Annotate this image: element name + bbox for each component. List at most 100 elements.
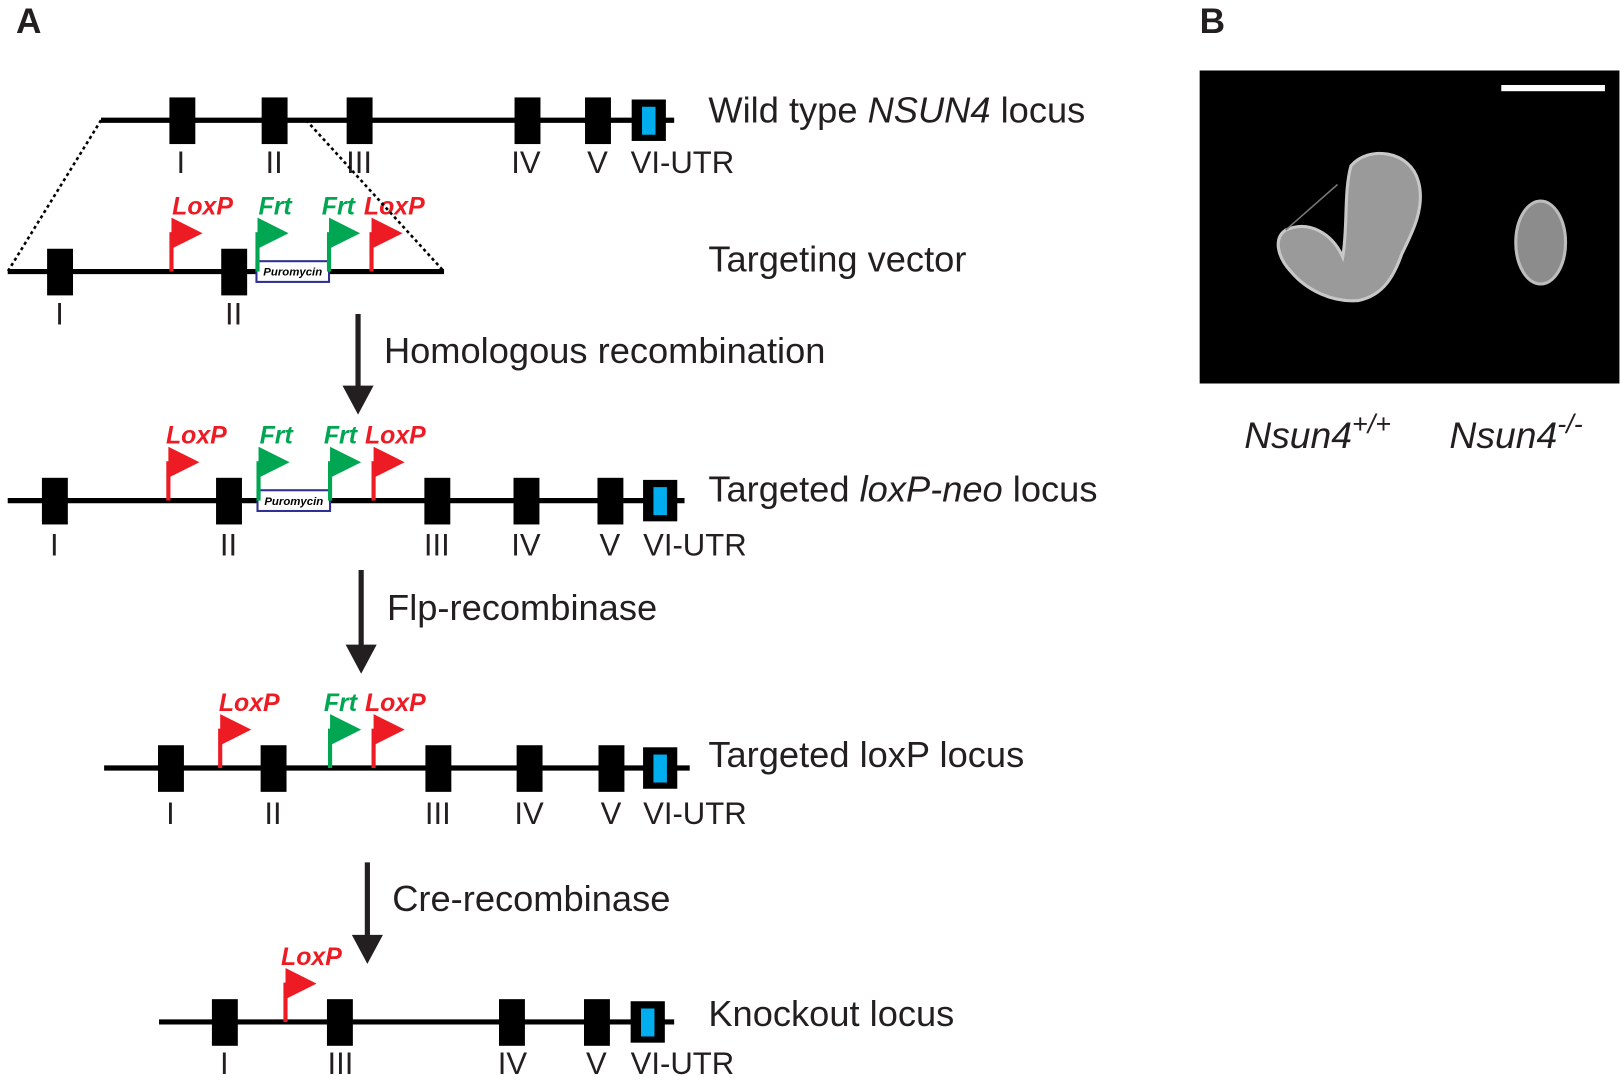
frt-flag-icon xyxy=(257,217,289,249)
step-label: Cre-recombinase xyxy=(392,878,670,919)
exon-label: II xyxy=(220,528,237,563)
exon-label: IV xyxy=(498,1046,528,1080)
step: Cre-recombinase xyxy=(351,862,670,964)
exon-label: III xyxy=(327,1046,353,1080)
frt-flag-icon xyxy=(330,446,362,478)
panel-a-label: A xyxy=(16,2,41,41)
exon-label: III xyxy=(425,796,451,831)
loxp-label: LoxP xyxy=(365,422,426,450)
exon xyxy=(583,999,610,1046)
loxp-flag-pole xyxy=(169,232,174,272)
exon-label: VI-UTR xyxy=(643,528,747,563)
title-suffix: locus xyxy=(991,89,1086,130)
exon xyxy=(598,745,625,792)
exon xyxy=(585,97,611,145)
loxp-label: LoxP xyxy=(219,689,280,717)
exon xyxy=(424,477,451,525)
title-text: Wild type xyxy=(708,89,867,130)
title-suffix: locus xyxy=(1003,469,1098,510)
zoom-guide-line xyxy=(6,119,103,273)
exon-label: I xyxy=(176,145,185,180)
utr-region xyxy=(653,754,667,783)
embryo-image xyxy=(1199,70,1620,384)
genotype-labels: Nsun4+/+ Nsun4-/- xyxy=(1244,409,1582,456)
panel-b-label: B xyxy=(1200,2,1225,41)
exon-label: V xyxy=(600,528,621,563)
exon xyxy=(597,477,624,525)
title-gene: loxP-neo xyxy=(860,469,1003,510)
title-text: Targeted xyxy=(708,469,859,510)
frt-flag-icon xyxy=(258,446,290,478)
title-text: Targeted loxP locus xyxy=(708,734,1024,775)
exon-label: V xyxy=(586,1046,607,1080)
exon-label: I xyxy=(50,528,59,563)
loxp-flag-pole xyxy=(369,232,374,272)
loxp-flag-icon xyxy=(171,217,203,249)
down-arrow-icon xyxy=(345,644,377,674)
exon xyxy=(41,477,68,525)
frt-flag-pole xyxy=(327,728,333,769)
frt-flag-pole xyxy=(256,461,261,501)
exon-label: III xyxy=(346,145,372,180)
loxp-flag-icon xyxy=(285,968,317,1000)
loxp-label: LoxP xyxy=(172,193,233,221)
loxp-label: LoxP xyxy=(166,422,227,450)
exon xyxy=(346,97,373,145)
loxp-flag-pole xyxy=(166,461,171,501)
exon xyxy=(216,477,242,525)
exon xyxy=(425,745,452,792)
exon xyxy=(169,97,196,145)
exon xyxy=(514,97,541,145)
loxp-flag-pole xyxy=(371,728,376,769)
puromycin-label: Puromycin xyxy=(264,496,323,508)
exon-label: VI-UTR xyxy=(643,796,747,831)
title-text: Targeting vector xyxy=(708,239,966,280)
locus-title: Targeting vector xyxy=(708,239,966,280)
exon xyxy=(516,745,543,792)
exon xyxy=(499,999,525,1046)
utr-region xyxy=(642,106,656,135)
step: Homologous recombination xyxy=(342,314,825,415)
exon-label: II xyxy=(265,145,282,180)
loxp-label: LoxP xyxy=(281,943,342,971)
exon-label: III xyxy=(424,528,450,563)
wildtype-embryo xyxy=(1276,151,1422,303)
loxp-flag-pole xyxy=(283,982,288,1022)
loxp-flag-icon xyxy=(371,217,403,249)
recombination-steps: Homologous recombinationFlp-recombinaseC… xyxy=(342,314,825,964)
frt-flag-pole xyxy=(327,461,333,501)
exon-label: V xyxy=(587,145,608,180)
frt-label: Frt xyxy=(260,422,295,450)
frt-label: Frt xyxy=(322,193,357,221)
locus-title: Targeted loxP-neo locus xyxy=(708,469,1097,510)
loxp-label: LoxP xyxy=(364,193,425,221)
loxp-flag-icon xyxy=(373,714,405,746)
knockout-embryo xyxy=(1514,199,1568,286)
locus-title: Wild type NSUN4 locus xyxy=(708,89,1085,130)
loxp-flag-pole xyxy=(371,461,376,501)
loxp-flag-icon xyxy=(220,714,252,746)
frt-label: Frt xyxy=(324,689,359,717)
embryo-membrane xyxy=(1285,183,1339,231)
frt-label: Frt xyxy=(324,422,359,450)
utr-region xyxy=(653,487,667,516)
utr-region xyxy=(641,1008,655,1037)
exon xyxy=(261,97,288,145)
title-text: Knockout locus xyxy=(708,993,954,1034)
exon-label: I xyxy=(166,796,175,831)
step-label: Flp-recombinase xyxy=(387,587,657,628)
frt-flag-icon xyxy=(329,217,361,249)
loxp-flag-pole xyxy=(218,728,223,769)
frt-label: Frt xyxy=(259,193,294,221)
exon-label: VI-UTR xyxy=(631,145,735,180)
genotype-knockout: Nsun4-/- xyxy=(1449,409,1582,456)
frt-flag-icon xyxy=(330,714,362,746)
step: Flp-recombinase xyxy=(345,570,657,674)
